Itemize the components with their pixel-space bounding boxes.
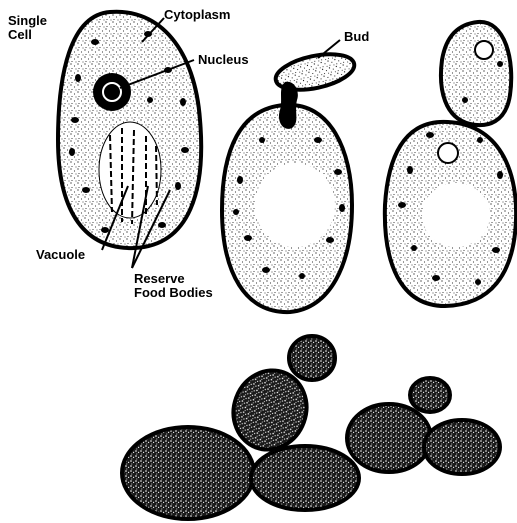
single-cell-label: Single Cell bbox=[8, 14, 47, 42]
reserve-food-bodies-label: Reserve Food Bodies bbox=[134, 272, 213, 300]
nucleus-label: Nucleus bbox=[198, 53, 249, 67]
cluster-cell bbox=[122, 427, 254, 519]
single-cell-drawing bbox=[58, 12, 201, 248]
budding-vacuole bbox=[255, 163, 335, 247]
cluster-cell bbox=[410, 378, 450, 412]
cluster-cell bbox=[251, 446, 359, 510]
right-small-cell-outline bbox=[441, 22, 511, 125]
budding-pair-drawing bbox=[385, 22, 516, 306]
nucleus-drawing bbox=[93, 73, 131, 111]
yeast-cell-cluster bbox=[122, 336, 500, 519]
vacuole-label: Vacuole bbox=[36, 248, 85, 262]
budding-cell-drawing bbox=[222, 48, 357, 312]
cluster-cell bbox=[347, 404, 431, 472]
cluster-cell bbox=[289, 336, 335, 380]
cytoplasm-label: Cytoplasm bbox=[164, 8, 230, 22]
bud-label: Bud bbox=[344, 30, 369, 44]
budding-nucleus bbox=[279, 82, 298, 129]
cluster-cell bbox=[424, 420, 500, 474]
